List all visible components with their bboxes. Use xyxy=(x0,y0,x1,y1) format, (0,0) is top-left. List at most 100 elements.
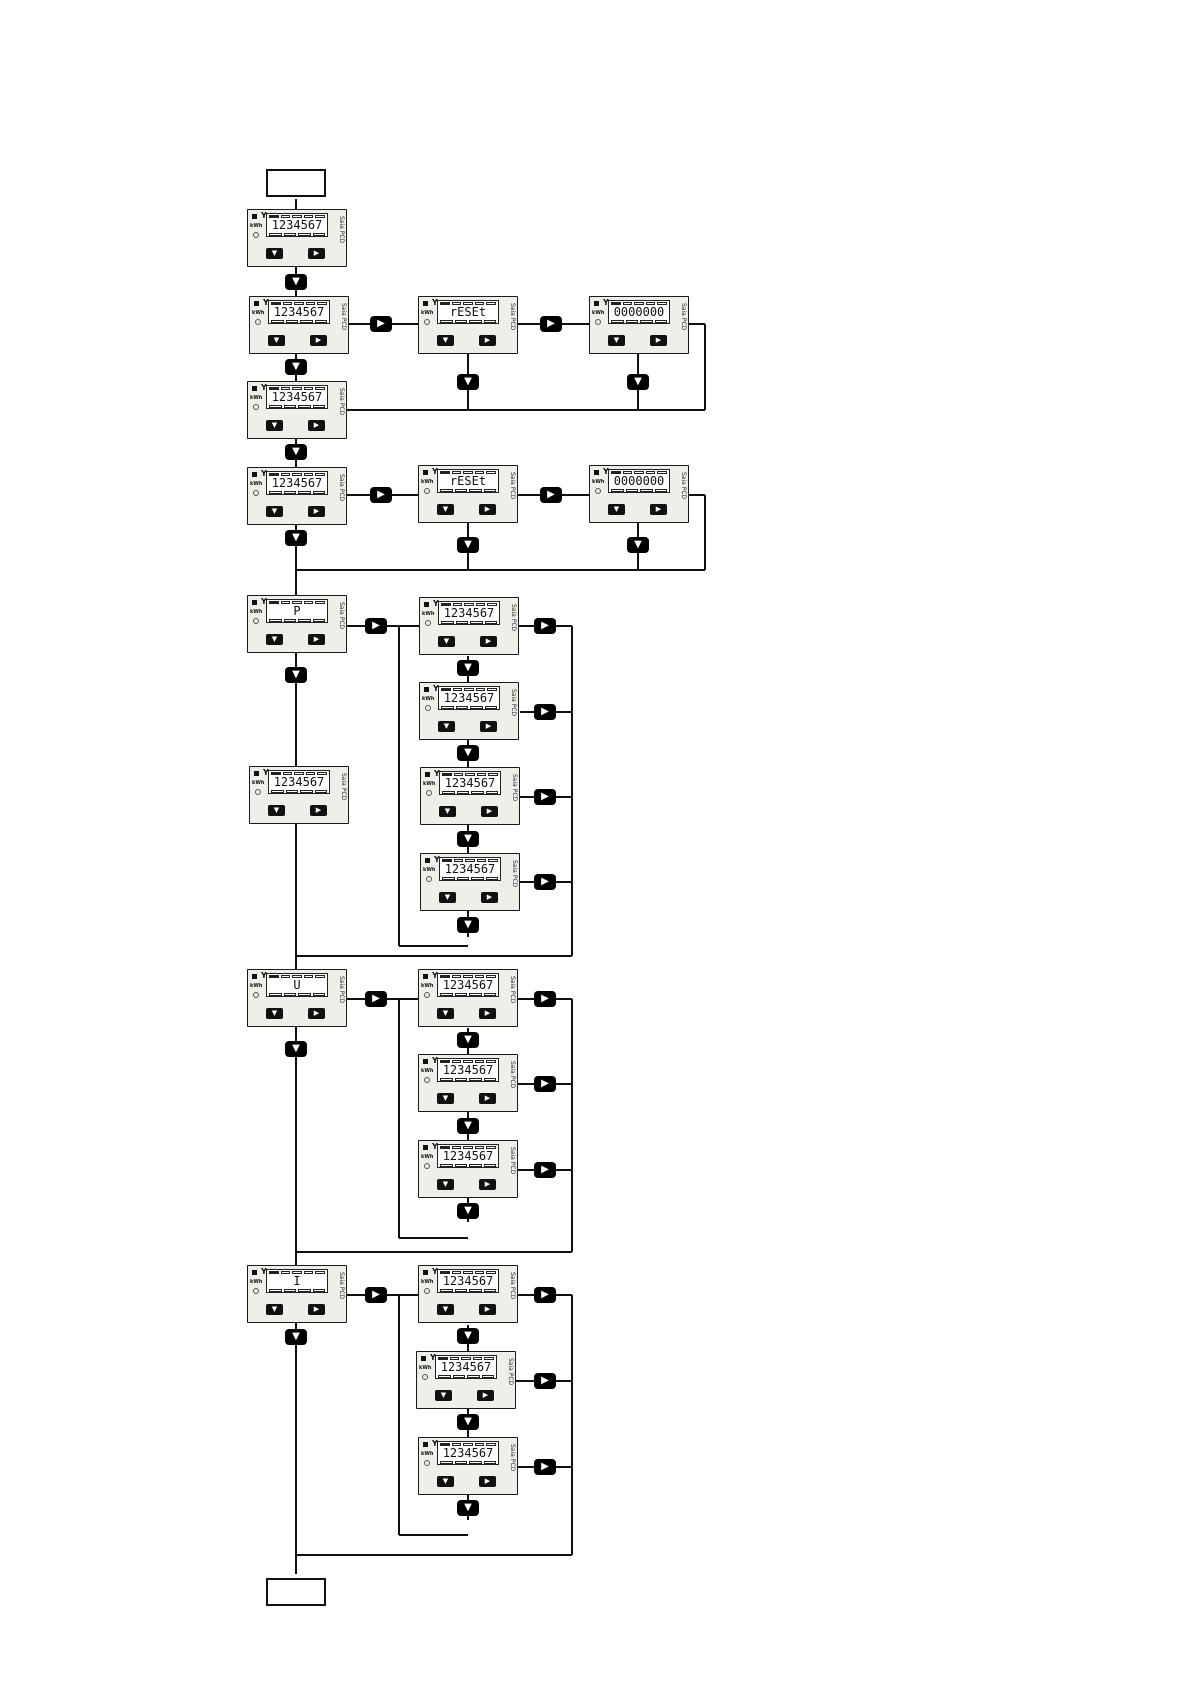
right-button[interactable]: ▶ xyxy=(308,506,325,517)
brand-label: Saia PCD xyxy=(338,388,345,416)
phase-symbol: Y xyxy=(432,298,438,307)
lcd-value: 1234567 xyxy=(444,777,496,790)
led-icon xyxy=(253,1288,259,1294)
segment-row-bottom xyxy=(269,619,325,622)
down-button[interactable]: ▼ xyxy=(266,420,283,431)
status-square-icon xyxy=(252,600,257,605)
unit-label: kWh xyxy=(422,696,435,702)
right-button[interactable]: ▶ xyxy=(308,634,325,645)
down-button[interactable]: ▼ xyxy=(437,1179,454,1190)
down-button[interactable]: ▼ xyxy=(266,1304,283,1315)
right-button[interactable]: ▶ xyxy=(308,420,325,431)
unit-label: kWh xyxy=(421,1451,434,1457)
led-icon xyxy=(424,1460,430,1466)
brand-label: Saia PCD xyxy=(509,1272,516,1300)
right-button[interactable]: ▶ xyxy=(310,805,327,816)
right-button[interactable]: ▶ xyxy=(479,1008,496,1019)
phase-symbol: Y xyxy=(432,1142,438,1151)
status-square-icon xyxy=(252,386,257,391)
down-button[interactable]: ▼ xyxy=(437,335,454,346)
triangle-down-icon: ▼ xyxy=(457,1328,479,1344)
right-button[interactable]: ▶ xyxy=(480,636,497,647)
status-square-icon xyxy=(254,771,259,776)
segment-row-bottom xyxy=(440,489,496,492)
status-square-icon xyxy=(423,470,428,475)
led-icon xyxy=(595,319,601,325)
segment-row-bottom xyxy=(271,320,327,323)
lcd-screen: 1234567 xyxy=(439,771,501,795)
right-button[interactable]: ▶ xyxy=(480,721,497,732)
right-button[interactable]: ▶ xyxy=(481,892,498,903)
right-button[interactable]: ▶ xyxy=(308,1008,325,1019)
phase-symbol: Y xyxy=(261,1267,267,1276)
brand-label: Saia PCD xyxy=(509,976,516,1004)
down-button[interactable]: ▼ xyxy=(437,1093,454,1104)
status-square-icon xyxy=(594,301,599,306)
right-button[interactable]: ▶ xyxy=(479,335,496,346)
lcd-value: 1234567 xyxy=(443,692,495,705)
right-button[interactable]: ▶ xyxy=(479,1179,496,1190)
down-button[interactable]: ▼ xyxy=(439,806,456,817)
right-button[interactable]: ▶ xyxy=(650,504,667,515)
segment-row-bottom xyxy=(441,706,497,709)
lcd-value: 0000000 xyxy=(613,306,665,319)
right-button[interactable]: ▶ xyxy=(650,335,667,346)
down-button[interactable]: ▼ xyxy=(438,721,455,732)
down-button[interactable]: ▼ xyxy=(608,335,625,346)
triangle-down-icon: ▼ xyxy=(285,667,307,683)
right-button[interactable]: ▶ xyxy=(308,1304,325,1315)
down-button[interactable]: ▼ xyxy=(268,335,285,346)
down-button[interactable]: ▼ xyxy=(438,636,455,647)
triangle-right-icon: ▶ xyxy=(365,1287,387,1303)
led-icon xyxy=(426,790,432,796)
triangle-right-icon: ▶ xyxy=(534,1287,556,1303)
down-button[interactable]: ▼ xyxy=(437,1304,454,1315)
down-button[interactable]: ▼ xyxy=(268,805,285,816)
led-icon xyxy=(253,404,259,410)
segment-row-top xyxy=(442,859,498,862)
down-button[interactable]: ▼ xyxy=(266,248,283,259)
right-button[interactable]: ▶ xyxy=(479,1093,496,1104)
unit-label: kWh xyxy=(252,780,265,786)
right-button[interactable]: ▶ xyxy=(477,1390,494,1401)
down-button[interactable]: ▼ xyxy=(439,892,456,903)
brand-label: Saia PCD xyxy=(338,1272,345,1300)
right-button[interactable]: ▶ xyxy=(310,335,327,346)
start-terminal xyxy=(266,169,326,197)
status-square-icon xyxy=(252,214,257,219)
down-button[interactable]: ▼ xyxy=(266,1008,283,1019)
down-button[interactable]: ▼ xyxy=(437,1476,454,1487)
down-button[interactable]: ▼ xyxy=(437,504,454,515)
triangle-right-icon: ▶ xyxy=(540,316,562,332)
triangle-down-icon: ▼ xyxy=(457,660,479,676)
status-square-icon xyxy=(421,1356,426,1361)
right-button[interactable]: ▶ xyxy=(479,504,496,515)
right-button[interactable]: ▶ xyxy=(479,1476,496,1487)
segment-row-top xyxy=(611,302,667,305)
right-button[interactable]: ▶ xyxy=(481,806,498,817)
phase-symbol: Y xyxy=(432,1056,438,1065)
status-square-icon xyxy=(423,301,428,306)
right-button[interactable]: ▶ xyxy=(479,1304,496,1315)
triangle-down-icon: ▼ xyxy=(457,1118,479,1134)
down-button[interactable]: ▼ xyxy=(608,504,625,515)
triangle-right-icon: ▶ xyxy=(365,991,387,1007)
down-button[interactable]: ▼ xyxy=(266,506,283,517)
status-square-icon xyxy=(254,301,259,306)
lcd-value: P xyxy=(293,605,301,618)
lcd-value: 1234567 xyxy=(271,477,323,490)
down-button[interactable]: ▼ xyxy=(266,634,283,645)
lcd-screen: 1234567 xyxy=(439,857,501,881)
down-button[interactable]: ▼ xyxy=(435,1390,452,1401)
status-square-icon xyxy=(424,602,429,607)
right-button[interactable]: ▶ xyxy=(308,248,325,259)
down-button[interactable]: ▼ xyxy=(437,1008,454,1019)
